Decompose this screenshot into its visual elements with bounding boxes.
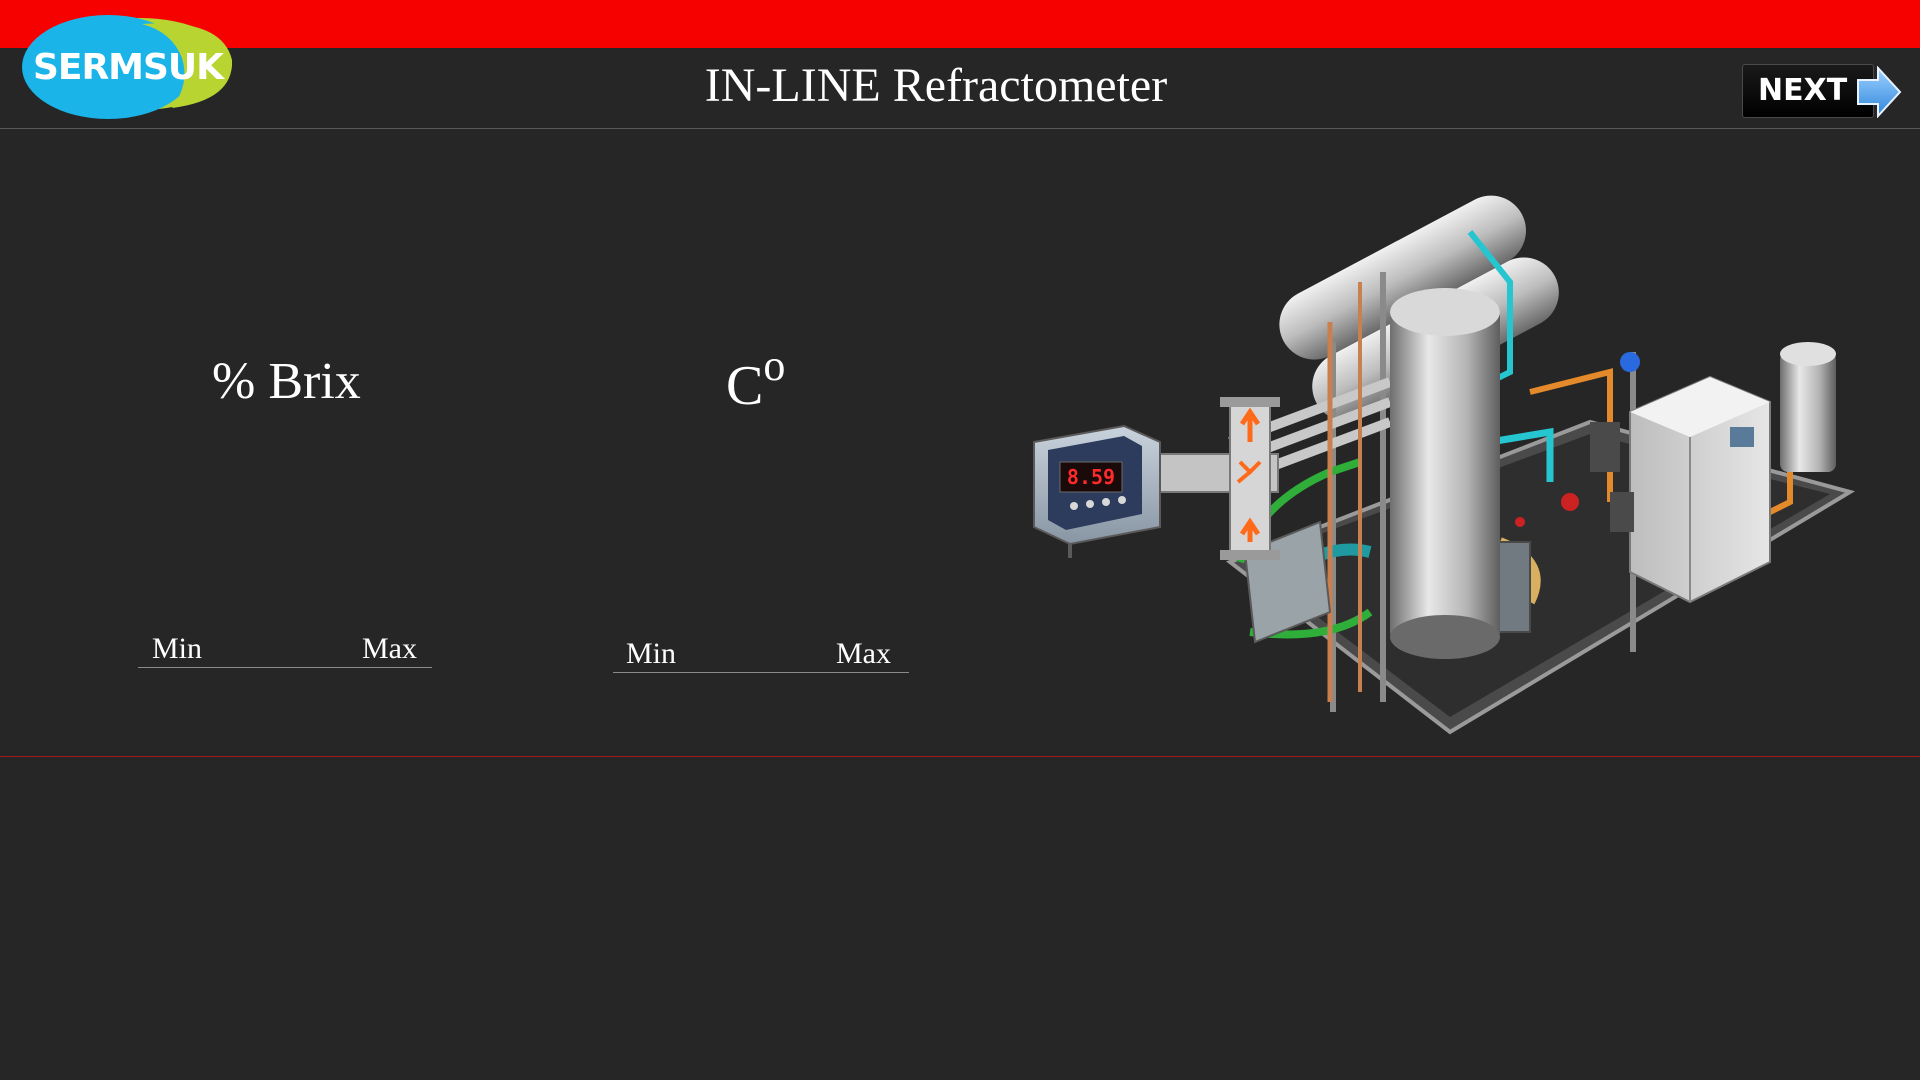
next-button[interactable]: NEXT — [1742, 64, 1902, 120]
footer-divider — [0, 756, 1920, 757]
temperature-min-label: Min — [626, 637, 677, 670]
top-red-bar — [0, 0, 1920, 48]
logo-text: SERMSUK — [32, 47, 224, 88]
next-button-body[interactable] — [1742, 64, 1874, 118]
temperature-unit: C — [726, 355, 764, 417]
arrow-right-icon — [1856, 66, 1902, 118]
brix-max-label: Max — [362, 632, 417, 665]
degree-symbol: o — [763, 341, 786, 390]
display-reading: 8.59 — [1067, 465, 1115, 489]
page-title: IN-LINE Refractometer — [704, 59, 1168, 112]
brix-label: % Brix — [212, 353, 361, 410]
logo-shape-icon — [22, 15, 233, 119]
brix-min-label: Min — [152, 632, 203, 665]
temperature-max-label: Max — [836, 637, 891, 670]
next-button-label: NEXT — [1758, 73, 1848, 108]
temperature-label: Co — [726, 341, 785, 420]
temperature-range-line — [613, 672, 909, 673]
refractometer-machine-illustration: 8.59 — [1030, 142, 1860, 742]
brix-range-line — [138, 667, 432, 668]
sermsuk-logo: SERMSUK — [22, 14, 234, 120]
header-divider — [0, 128, 1920, 129]
